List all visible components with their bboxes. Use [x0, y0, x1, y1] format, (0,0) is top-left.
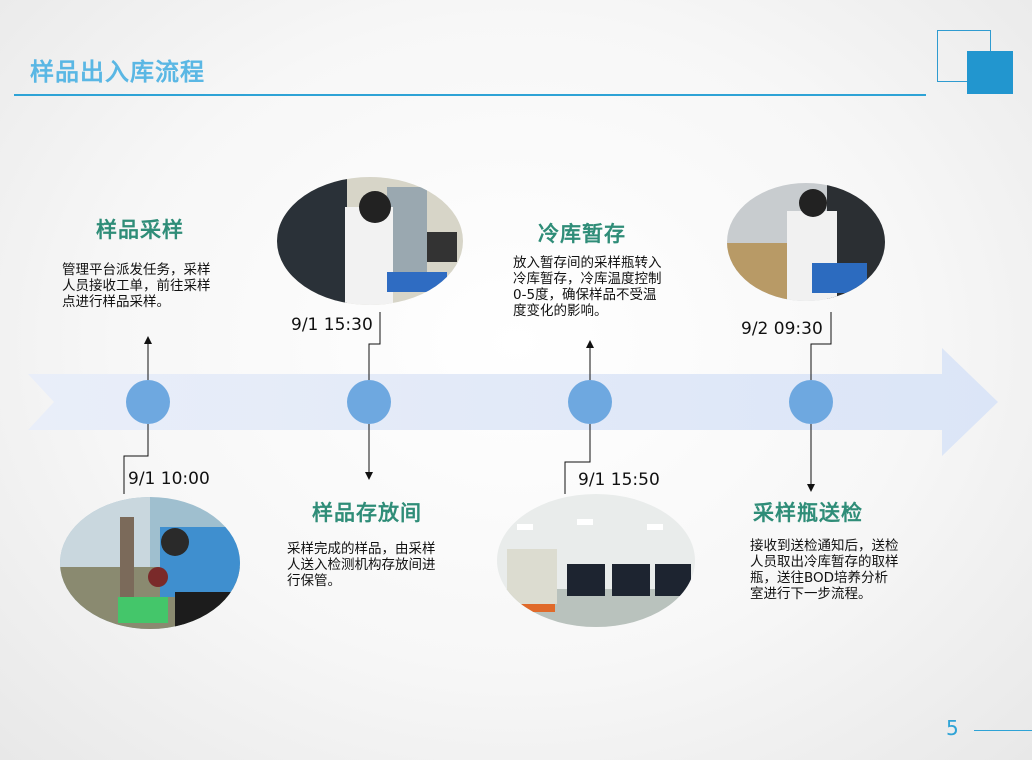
title-underline	[14, 94, 926, 96]
page-number-rule	[974, 730, 1032, 731]
timeline-node-3	[568, 380, 612, 424]
step2-photo	[277, 177, 463, 305]
corner-decoration-fill	[967, 51, 1013, 94]
step2-time: 9/1 15:30	[291, 315, 373, 335]
step1-description: 管理平台派发任务，采样 人员接收工单，前往采样 点进行样品采样。	[62, 262, 252, 310]
step3-time: 9/1 15:50	[578, 470, 660, 490]
step1-description-line: 管理平台派发任务，采样	[62, 262, 211, 278]
step3-photo	[497, 494, 695, 627]
step2-description: 采样完成的样品，由采样 人送入检测机构存放间进 行保管。	[287, 541, 477, 589]
step1-description-line: 人员接收工单，前往采样	[62, 278, 211, 294]
step1-description-line: 点进行样品采样。	[62, 294, 170, 310]
step3-description-line: 度变化的影响。	[513, 303, 608, 319]
step2-description-line: 人送入检测机构存放间进	[287, 557, 436, 573]
timeline-node-4	[789, 380, 833, 424]
step4-time: 9/2 09:30	[741, 319, 823, 339]
step4-description-line: 接收到送检通知后，送检	[750, 538, 899, 554]
step4-description-line: 瓶，送往BOD培养分析	[750, 570, 889, 586]
step3-description-line: 0-5度，确保样品不受温	[513, 287, 657, 303]
connector-step4-up	[810, 312, 832, 380]
step1-title: 样品采样	[96, 217, 184, 242]
step4-description: 接收到送检通知后，送检 人员取出冷库暂存的取样 瓶，送往BOD培养分析 室进行下…	[750, 538, 940, 602]
step1-time: 9/1 10:00	[128, 469, 210, 489]
timeline-node-2	[347, 380, 391, 424]
step3-title: 冷库暂存	[538, 221, 626, 246]
step4-photo	[727, 183, 885, 301]
step3-description: 放入暂存间的采样瓶转入 冷库暂存，冷库温度控制 0-5度，确保样品不受温 度变化…	[513, 255, 703, 319]
cold-storage-photo-illustration	[497, 494, 695, 627]
step2-description-line: 采样完成的样品，由采样	[287, 541, 436, 557]
step3-description-line: 放入暂存间的采样瓶转入	[513, 255, 662, 271]
connector-step2-up	[368, 312, 381, 380]
step4-description-line: 室进行下一步流程。	[750, 586, 872, 602]
step4-title: 采样瓶送检	[753, 500, 863, 525]
timeline-node-1	[126, 380, 170, 424]
slide-title: 样品出入库流程	[30, 58, 205, 86]
step2-title: 样品存放间	[312, 500, 422, 525]
page-number: 5	[946, 716, 959, 740]
storage-room-photo-illustration	[277, 177, 463, 305]
step3-description-line: 冷库暂存，冷库温度控制	[513, 271, 662, 287]
sampling-photo-illustration	[60, 497, 240, 629]
step4-description-line: 人员取出冷库暂存的取样	[750, 554, 899, 570]
step2-description-line: 行保管。	[287, 573, 341, 589]
step1-photo	[60, 497, 240, 629]
connector-step3-down	[564, 424, 591, 494]
connector-step1-down	[123, 424, 149, 494]
timeline-arrow	[28, 348, 998, 456]
dispatch-photo-illustration	[727, 183, 885, 301]
